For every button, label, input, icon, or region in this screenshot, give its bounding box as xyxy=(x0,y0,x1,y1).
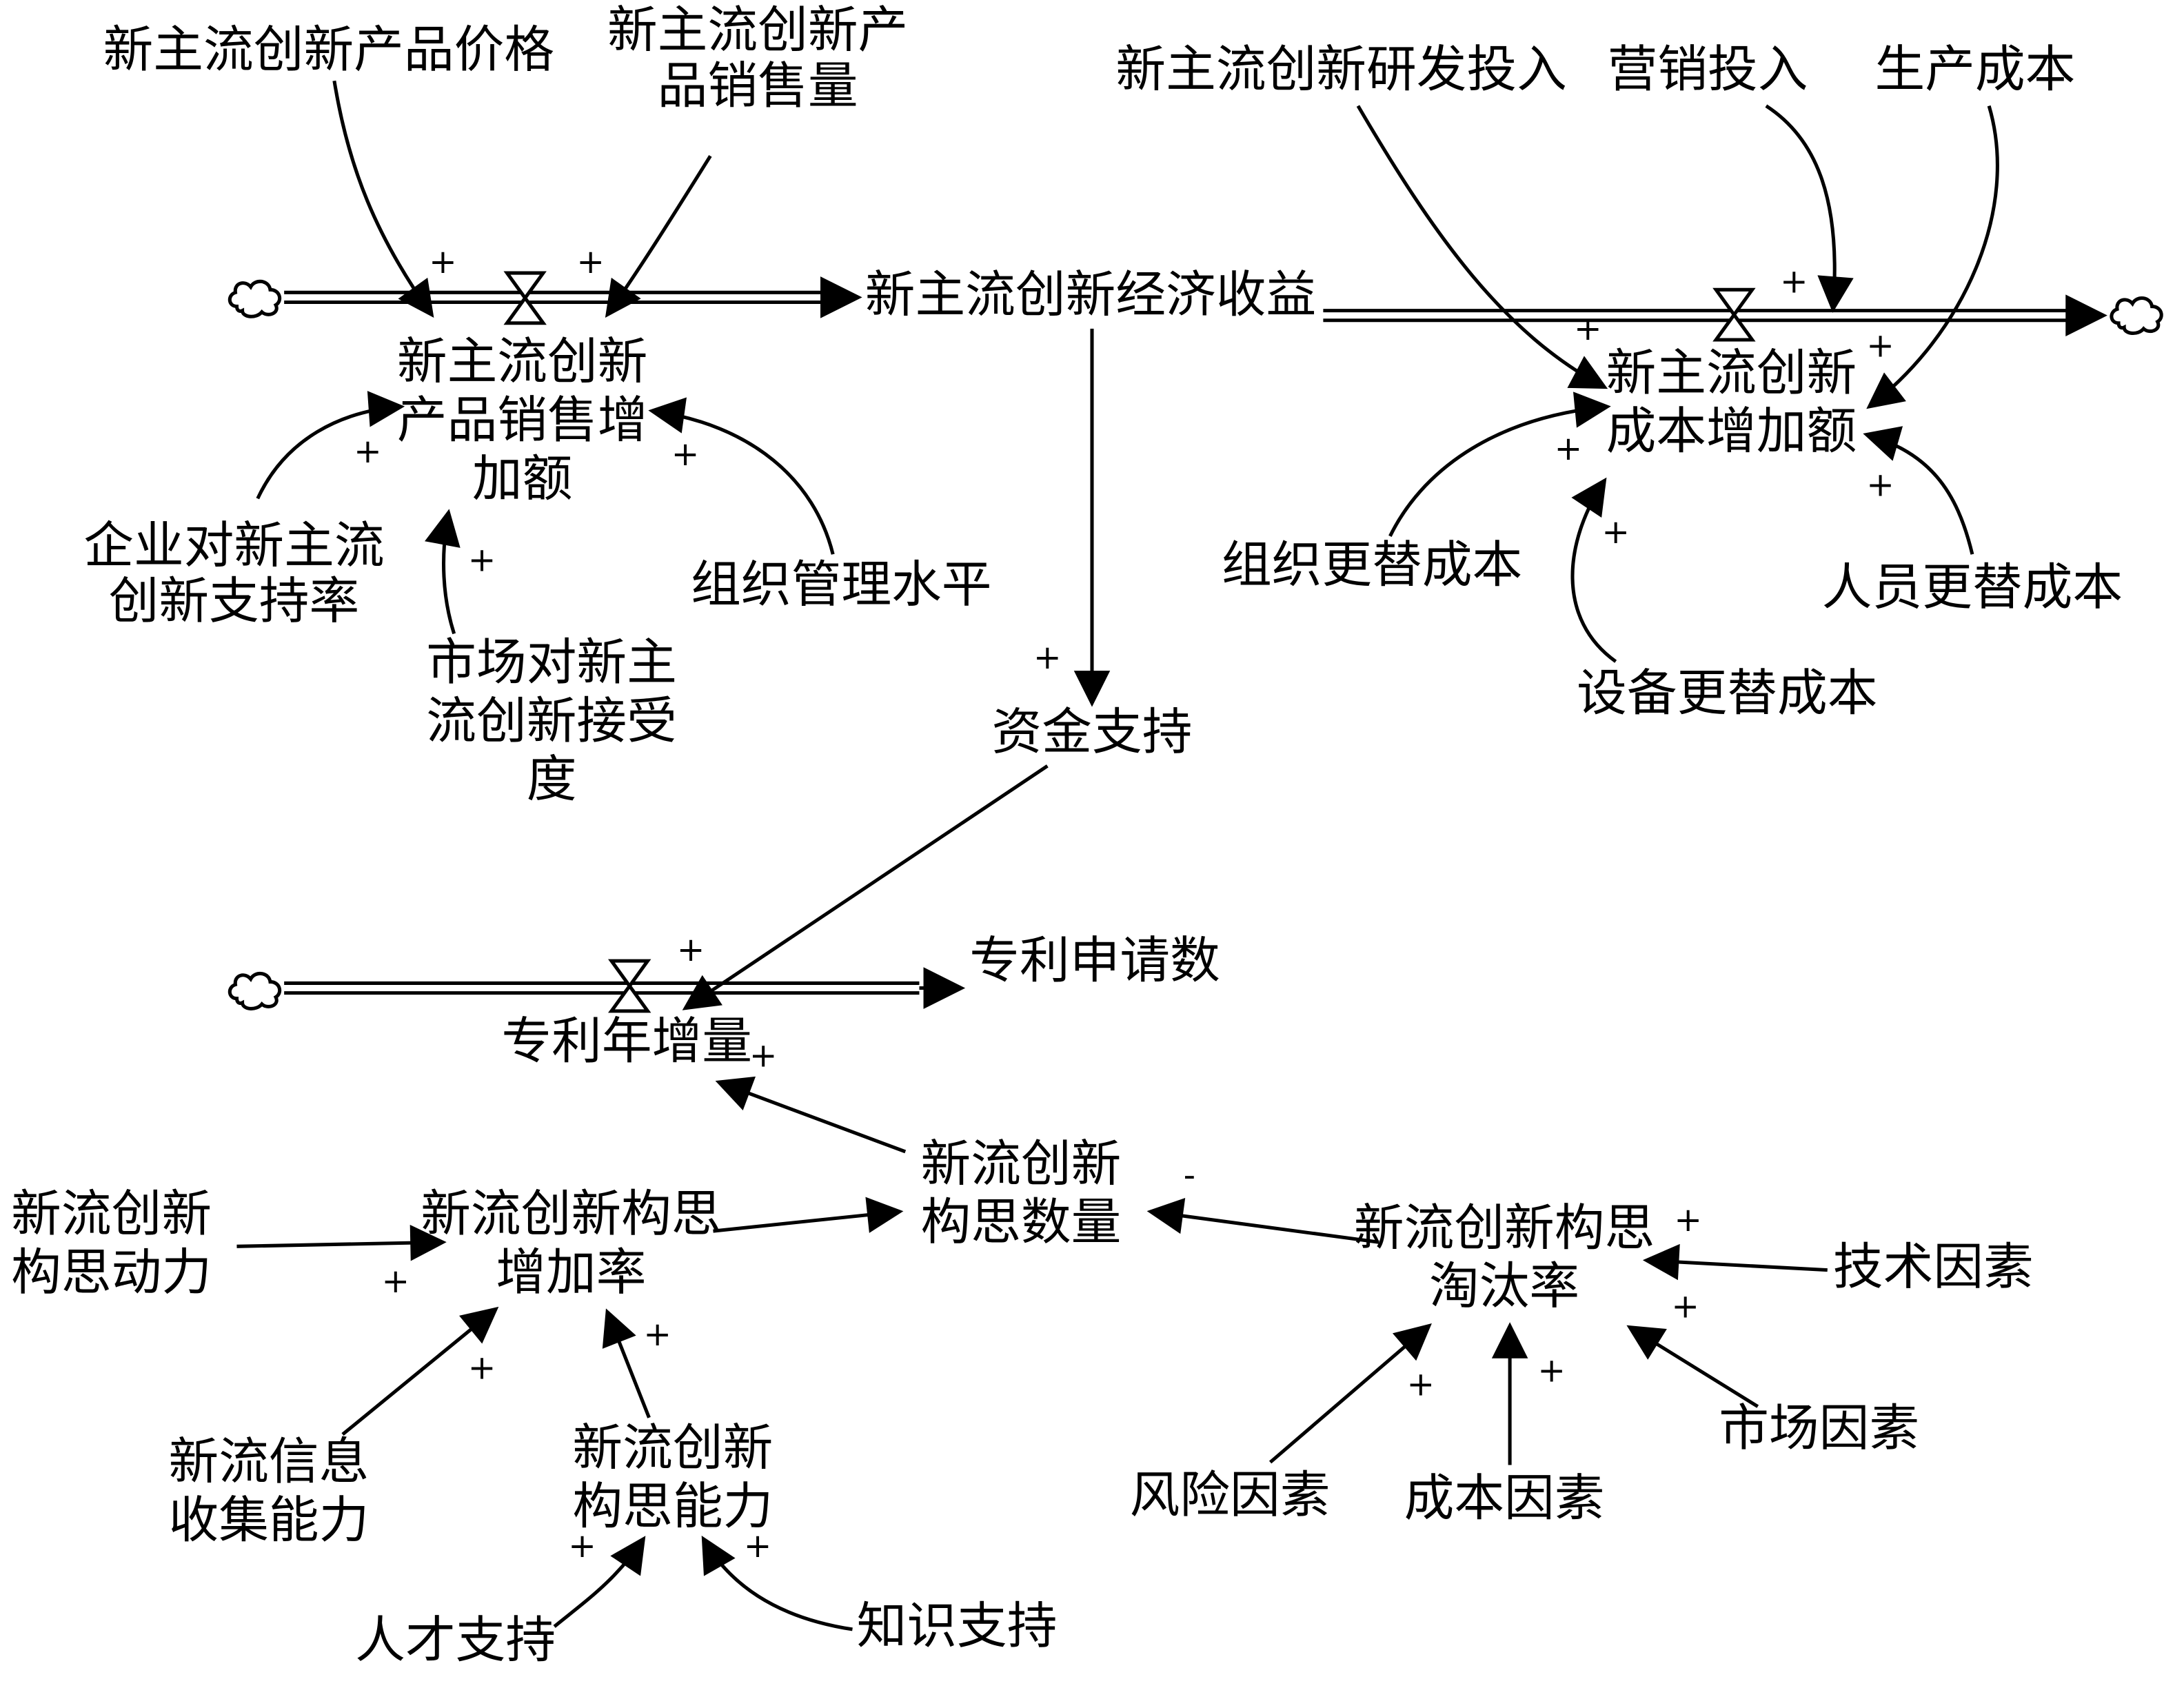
sign-plus: + xyxy=(1033,638,1062,677)
link-ideas-to-patent xyxy=(715,1076,907,1154)
node-cost-increase: 新主流创新成本增加额 xyxy=(1606,344,1857,461)
node-annual-patent-increase: 专利年增量 xyxy=(501,1013,752,1071)
link-volume-to-sales-increase xyxy=(605,154,712,318)
link-marketing-input xyxy=(1765,104,1854,313)
link-info-collection xyxy=(341,1306,499,1436)
node-idea-elimination-rate: 新流创新构思淘汰率 xyxy=(1354,1199,1655,1316)
link-idea-ability xyxy=(602,1308,651,1418)
node-market-acceptance: 市场对新主流创新接受度 xyxy=(426,633,677,809)
sign-plus: + xyxy=(1866,326,1894,365)
sign-plus: + xyxy=(677,930,705,969)
sign-plus: + xyxy=(749,1037,778,1075)
node-idea-ability: 新流创新构思能力 xyxy=(572,1419,773,1536)
node-info-collection: 新流信息收集能力 xyxy=(168,1433,369,1550)
sign-plus: + xyxy=(1555,429,1583,468)
sign-plus: + xyxy=(468,1348,496,1387)
source-cloud-patent xyxy=(230,973,279,1008)
node-price: 新主流创新产品价格 xyxy=(103,21,554,79)
link-elimination-to-ideas xyxy=(1146,1198,1379,1244)
node-risk-factor: 风险因素 xyxy=(1130,1466,1331,1525)
link-market-acceptance xyxy=(425,509,461,635)
sign-plus: + xyxy=(671,435,700,474)
link-motivation xyxy=(236,1224,447,1261)
link-price-to-sales-increase xyxy=(332,80,434,318)
link-org-management xyxy=(648,397,835,555)
node-org-replacement-cost: 组织更替成本 xyxy=(1222,536,1522,595)
link-rd-input xyxy=(1356,105,1608,389)
valve-sales xyxy=(503,271,547,325)
source-cloud-sales xyxy=(230,281,279,316)
link-production-cost xyxy=(1866,105,1999,409)
sign-plus: + xyxy=(1574,309,1602,348)
stock-idea-count: 新流创新构思数量 xyxy=(921,1135,1122,1252)
sign-plus: + xyxy=(1671,1287,1699,1325)
node-equipment-replacement-cost: 设备更替成本 xyxy=(1577,664,1877,722)
node-enterprise-support: 企业对新主流创新支持率 xyxy=(83,516,384,631)
sign-plus: + xyxy=(1407,1365,1435,1404)
stock-patent-applications: 专利申请数 xyxy=(969,931,1220,990)
node-cost-factor: 成本因素 xyxy=(1404,1469,1605,1527)
node-org-management: 组织管理水平 xyxy=(691,556,991,614)
sign-plus: + xyxy=(354,432,382,471)
link-enterprise-support xyxy=(256,391,405,500)
flow-pipe-sales xyxy=(284,276,862,318)
link-risk-factor xyxy=(1268,1323,1432,1464)
sign-plus: + xyxy=(643,1315,671,1354)
sign-plus: + xyxy=(744,1527,772,1565)
sign-plus: + xyxy=(1780,262,1808,301)
node-idea-motivation: 新流创新构思动力 xyxy=(11,1185,212,1302)
sign-plus: + xyxy=(1537,1351,1566,1390)
sign-plus: + xyxy=(568,1527,596,1565)
node-talent-support: 人才支持 xyxy=(355,1611,556,1669)
node-market-factor: 市场因素 xyxy=(1719,1399,1919,1458)
sign-minus: - xyxy=(1184,1156,1196,1194)
link-staff-replacement xyxy=(1863,426,1974,555)
flow-pipe-cost xyxy=(1323,294,2107,336)
sign-plus: + xyxy=(468,540,496,579)
node-production-cost: 生产成本 xyxy=(1874,40,2075,99)
valve-cost xyxy=(1712,287,1756,342)
node-idea-growth-rate: 新流创新构思增加率 xyxy=(421,1185,721,1302)
link-growth-to-ideas xyxy=(713,1197,904,1233)
sign-plus: + xyxy=(429,243,457,281)
link-tech-factor xyxy=(1642,1243,1828,1281)
link-org-replacement xyxy=(1388,391,1611,538)
sign-plus: + xyxy=(1601,513,1630,551)
node-tech-factor: 技术因素 xyxy=(1833,1238,2034,1296)
link-equipment-replacement xyxy=(1570,477,1617,663)
stock-economic-benefit: 新主流创新经济收益 xyxy=(865,266,1316,325)
sign-plus: + xyxy=(576,243,605,281)
sink-cloud-cost xyxy=(2112,298,2161,334)
sign-plus: + xyxy=(1866,465,1894,504)
node-sales-volume: 新主流创新产品销售量 xyxy=(607,1,908,116)
node-sales-increase: 新主流创新产品销售增加额 xyxy=(397,333,648,509)
node-marketing-input: 营销投入 xyxy=(1608,40,1808,99)
link-funding-to-patent xyxy=(682,764,1049,1010)
link-market-factor xyxy=(1626,1325,1759,1408)
valve-patent xyxy=(608,959,651,1013)
node-rd-input: 新主流创新研发投入 xyxy=(1115,40,1566,99)
sign-plus: + xyxy=(381,1262,410,1301)
node-funding-support: 资金支持 xyxy=(992,703,1193,762)
node-staff-replacement-cost: 人员更替成本 xyxy=(1822,558,2123,617)
flow-pipe-patent xyxy=(284,967,966,1009)
node-knowledge-support: 知识支持 xyxy=(857,1597,1058,1656)
link-talent-support xyxy=(553,1536,646,1628)
link-knowledge-support xyxy=(701,1536,853,1631)
sign-plus: + xyxy=(1674,1201,1702,1239)
